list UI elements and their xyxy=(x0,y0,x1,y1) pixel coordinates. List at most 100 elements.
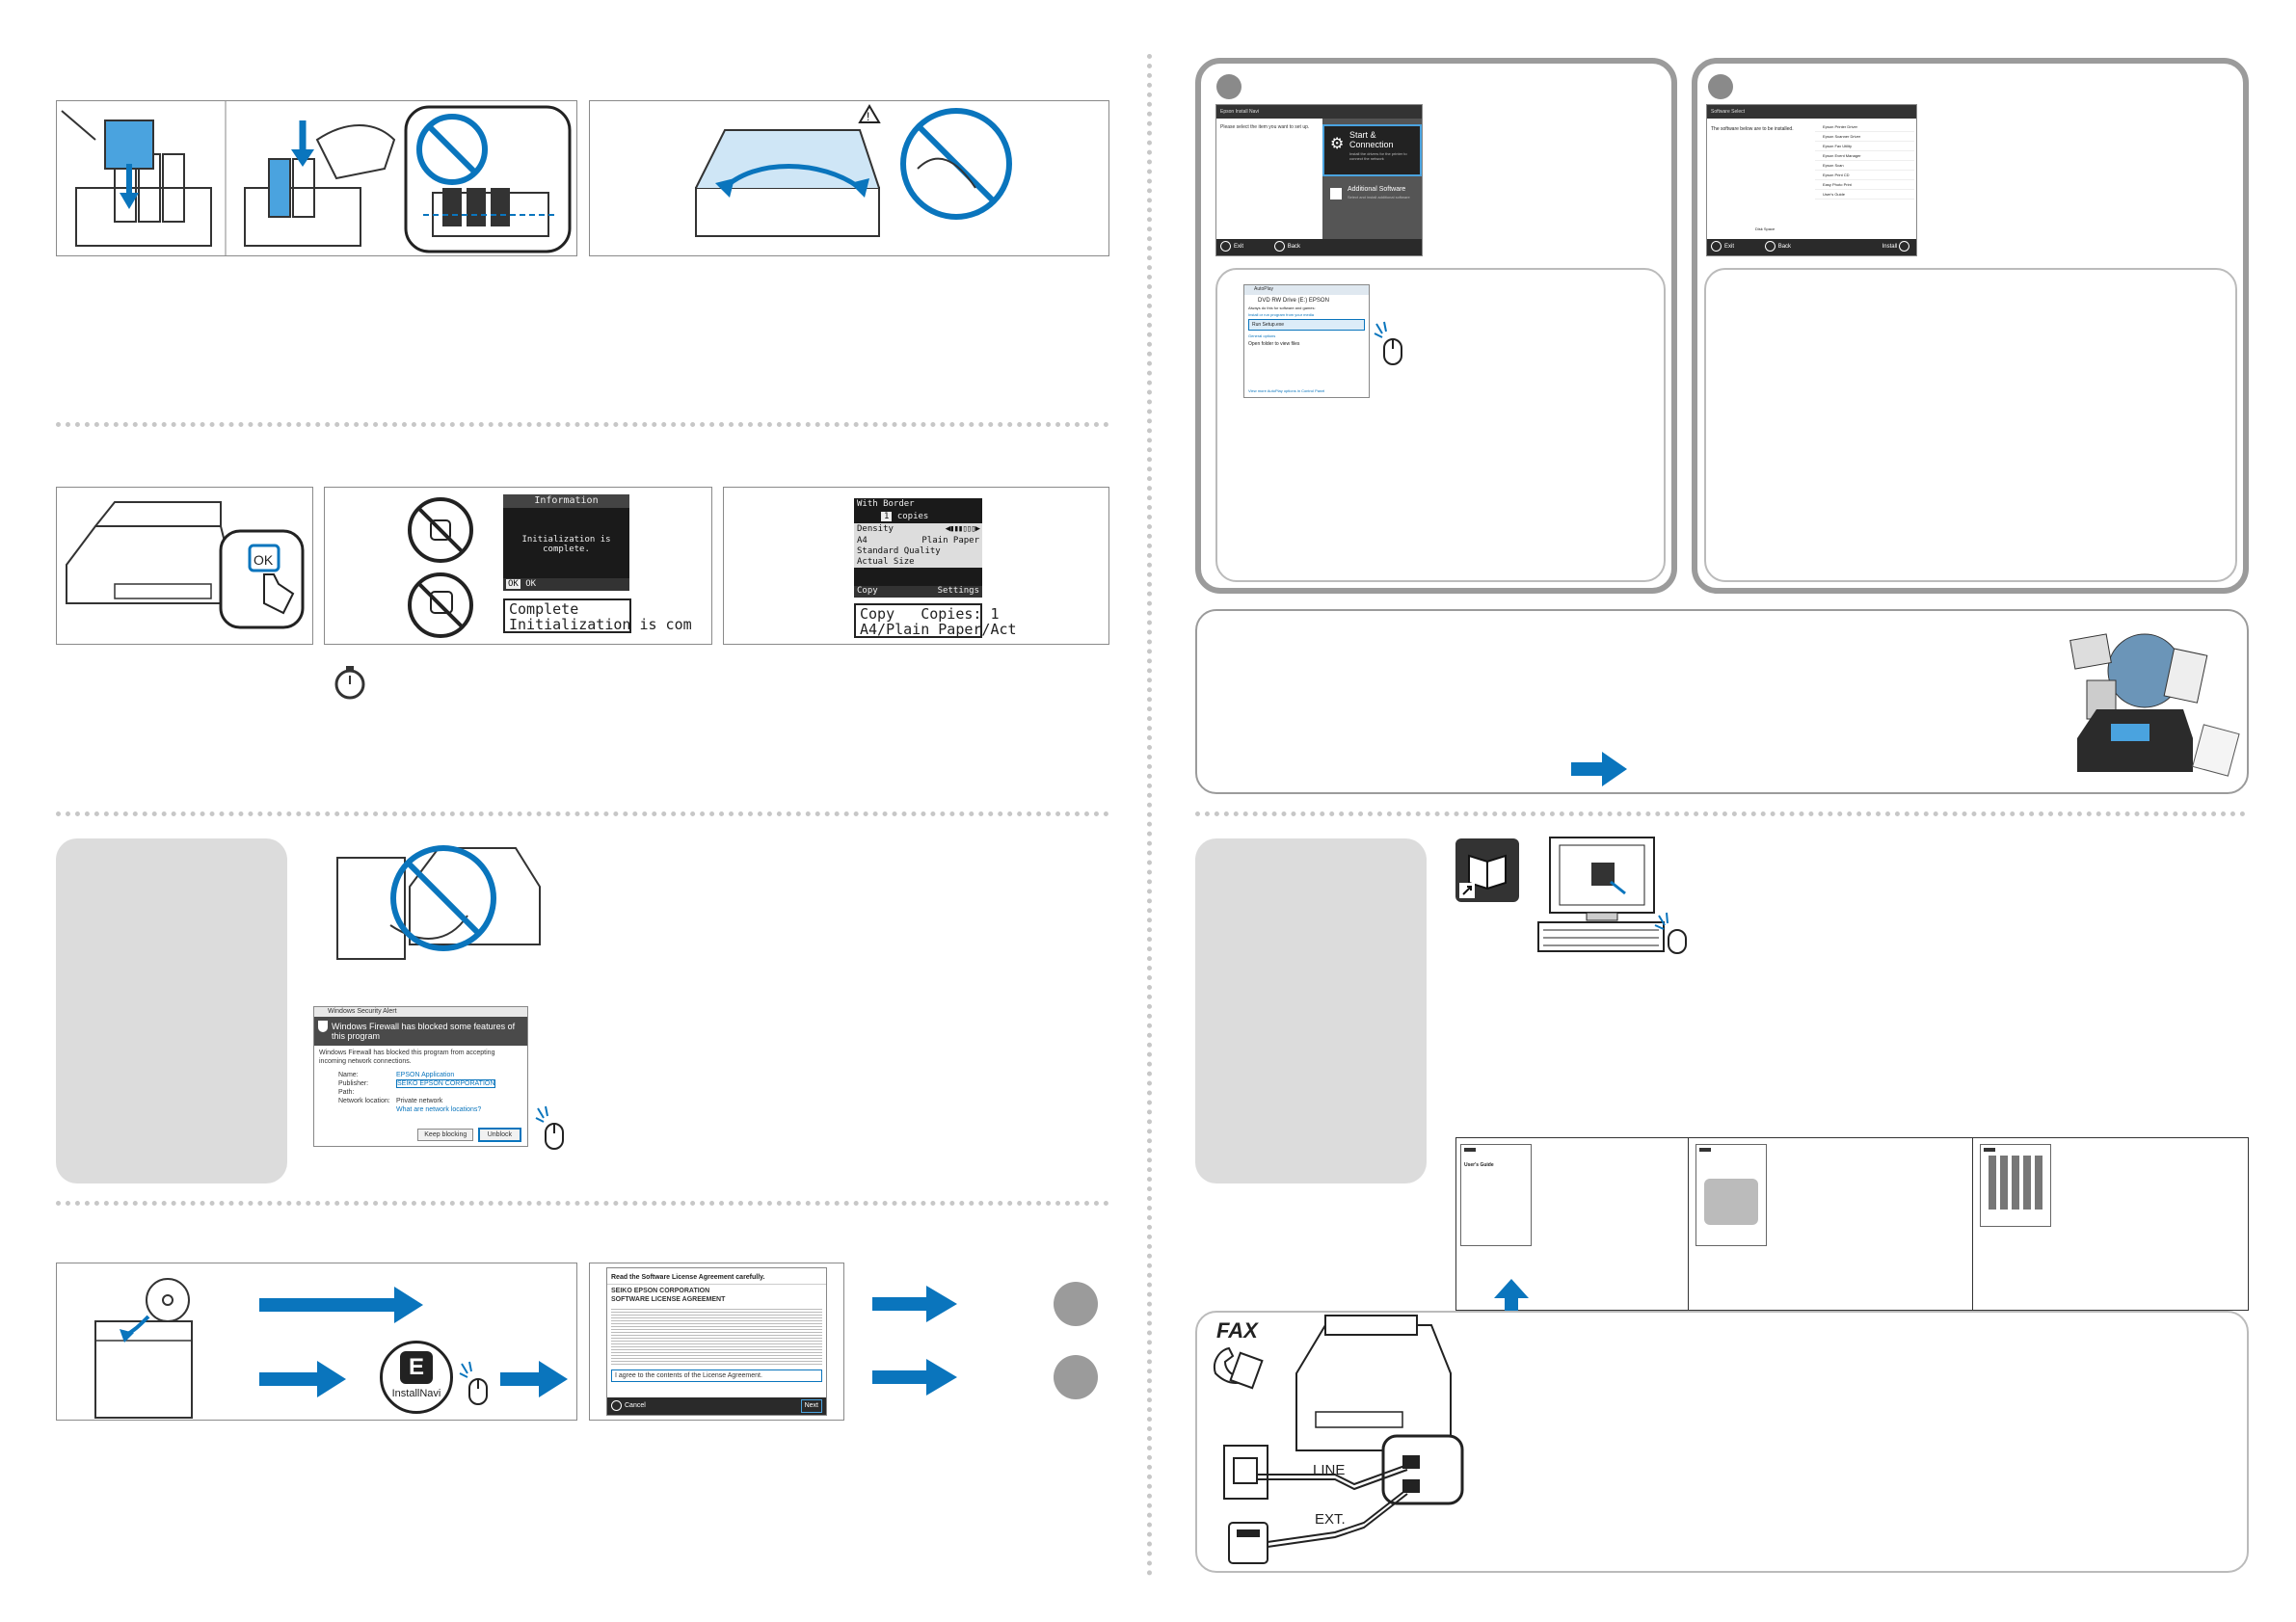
paper-size: A4 xyxy=(857,536,868,545)
install-navi-back-button[interactable]: Back xyxy=(1273,240,1300,252)
firewall-alert-window: Windows Security Alert Windows Firewall … xyxy=(313,1006,528,1147)
software-back-button[interactable]: Back xyxy=(1764,240,1791,252)
firewall-body: Windows Firewall has blocked this progra… xyxy=(319,1050,495,1065)
license-agree-checkbox[interactable]: I agree to the contents of the License A… xyxy=(611,1369,822,1382)
software-select-footer: Exit Back Install xyxy=(1707,239,1916,255)
autoplay-open-folder[interactable]: Open folder to view files xyxy=(1248,341,1300,347)
autoplay-run-setup[interactable]: Run Setup.exe xyxy=(1248,319,1365,331)
cartridge-insert-panel xyxy=(56,100,577,256)
autoplay-title: AutoPlay xyxy=(1244,285,1369,295)
fax-label: FAX xyxy=(1216,1318,1258,1343)
ok-key-label: OK xyxy=(525,579,537,589)
fax-wiring-illustration xyxy=(1223,1315,1464,1564)
manuals-strip: User's Guide xyxy=(1455,1137,2249,1311)
windows-note-box xyxy=(56,838,287,1183)
section-divider xyxy=(56,811,1109,816)
insert-cd-illustration xyxy=(94,1278,568,1419)
lcd-info-title: Information xyxy=(503,494,629,508)
additional-software-button[interactable]: Additional Software Select and install a… xyxy=(1322,182,1422,221)
autoplay-drive: DVD RW Drive (E:) EPSON xyxy=(1258,298,1329,304)
additional-software-subframe xyxy=(1704,268,2237,582)
autoplay-install-label: Install or run program from your media xyxy=(1248,312,1315,317)
install-navi-exit-button[interactable]: Exit xyxy=(1220,240,1243,252)
software-item[interactable]: Easy Photo Print xyxy=(1815,180,1914,190)
license-company: SEIKO EPSON CORPORATION xyxy=(611,1288,710,1294)
manual-divider xyxy=(1972,1138,1973,1310)
arrows-to-steps xyxy=(872,1286,957,1396)
start-connection-button[interactable]: ⚙ Start & Connection Install the drivers… xyxy=(1322,124,1422,176)
manual-divider xyxy=(1688,1138,1689,1310)
keep-blocking-button[interactable]: Keep blocking xyxy=(417,1129,474,1141)
users-guide-title: User's Guide xyxy=(1464,1162,1494,1168)
software-select-desc: The software below are to be installed. xyxy=(1711,126,1794,132)
press-ok-illustration: OK xyxy=(66,501,305,629)
autoplay-window: AutoPlay DVD RW Drive (E:) EPSON Always … xyxy=(1243,284,1370,398)
software-item[interactable]: Epson Printer Driver xyxy=(1815,122,1914,132)
license-agreement-title: SOFTWARE LICENSE AGREEMENT xyxy=(611,1296,726,1303)
firewall-heading: Windows Firewall has blocked some featur… xyxy=(314,1017,527,1046)
firewall-details: Name:EPSON Application Publisher:SEIKO E… xyxy=(314,1069,527,1114)
users-guide-cover: User's Guide xyxy=(1460,1144,1532,1246)
lcd-size: Actual Size xyxy=(854,557,982,568)
start-here-cover-art xyxy=(1704,1179,1758,1225)
license-next-button[interactable]: Next xyxy=(800,1399,822,1413)
paper-type: Plain Paper xyxy=(921,536,979,545)
software-item[interactable]: Epson Event Manager xyxy=(1815,151,1914,161)
software-install-button[interactable]: Install xyxy=(1882,239,1912,255)
unblock-button[interactable]: Unblock xyxy=(477,1128,521,1142)
install-navi-title: Epson Install Navi xyxy=(1216,105,1422,119)
settings-key-label: Settings xyxy=(937,586,979,596)
section-divider xyxy=(1195,811,2246,816)
scanner-close-illustration: ! xyxy=(695,104,1012,237)
density-slider: ◀▮▮▮▯▯▯▶ xyxy=(945,524,980,534)
lcd-copy-screen: With Border 1 copies Density ◀▮▮▮▯▯▯▶ A4… xyxy=(854,498,982,598)
stopwatch-icon xyxy=(334,666,365,700)
lcd-mono-copy: Copy Copies: 1 A4/Plain Paper/Act xyxy=(854,603,1017,638)
fax-handset-icon xyxy=(1214,1346,1264,1390)
firewall-network-link[interactable]: What are network locations? xyxy=(396,1106,482,1113)
license-footer: Cancel Next xyxy=(607,1397,826,1415)
copy-mode-panel: With Border 1 copies Density ◀▮▮▮▯▯▯▶ A4… xyxy=(723,487,1109,645)
lcd-information-screen: Information Initialization is complete. … xyxy=(503,494,629,591)
copy-key-label: Copy xyxy=(857,586,878,596)
start-here-cover xyxy=(1695,1144,1767,1246)
basic-guide-grid xyxy=(1985,1156,2046,1210)
firewall-name-value: EPSON Application xyxy=(396,1072,455,1078)
lcd-copy-title: With Border xyxy=(857,499,915,509)
autoplay-footer-link[interactable]: View more AutoPlay options in Control Pa… xyxy=(1248,388,1325,393)
fax-ext-label: EXT. xyxy=(1315,1511,1346,1528)
copies-value: 1 xyxy=(881,512,893,521)
fax-line-label: LINE xyxy=(1313,1462,1346,1478)
press-ok-panel: OK xyxy=(56,487,313,645)
epson-logo-mark xyxy=(1464,1148,1476,1152)
software-item[interactable]: Epson Scan xyxy=(1815,161,1914,171)
step-badge-b xyxy=(1054,1355,1098,1399)
software-item[interactable]: Epson Fax Utility xyxy=(1815,142,1914,151)
install-navi-letter: E xyxy=(400,1351,433,1384)
lcd-paper-row: A4 Plain Paper xyxy=(854,536,982,546)
software-select-header: Software Select xyxy=(1707,105,1916,119)
lcd-quality: Standard Quality xyxy=(854,546,982,557)
arrow-right-icon xyxy=(1571,752,1627,786)
software-exit-button[interactable]: Exit xyxy=(1711,240,1734,252)
software-item[interactable]: User's Guide xyxy=(1815,190,1914,199)
users-guide-shortcut-icon[interactable] xyxy=(1455,838,1519,902)
lcd-info-footer: OK OK xyxy=(503,578,629,591)
section-divider xyxy=(56,1201,1109,1206)
license-text-block xyxy=(611,1307,822,1367)
copies-label: copies xyxy=(896,512,929,521)
license-cancel-button[interactable]: Cancel xyxy=(611,1399,646,1411)
install-navi-icon[interactable]: E InstallNavi xyxy=(380,1341,453,1414)
autoplay-always[interactable]: Always do this for software and games: xyxy=(1248,306,1316,310)
autoplay-general: General options xyxy=(1248,333,1276,338)
firewall-buttons: Keep blocking Unblock xyxy=(417,1124,521,1142)
manuals-note-box xyxy=(1195,838,1427,1183)
software-item[interactable]: Epson Print CD xyxy=(1815,171,1914,180)
license-panel: Read the Software License Agreement care… xyxy=(589,1263,844,1421)
usb-prohibited-illustration xyxy=(336,845,541,960)
license-window: Read the Software License Agreement care… xyxy=(606,1267,827,1416)
software-item[interactable]: Epson Scanner Driver xyxy=(1815,132,1914,142)
lcd-mono-initialization: Complete Initialization is com xyxy=(503,598,692,633)
basic-guide-cover xyxy=(1980,1144,2051,1227)
mouse-click-icon xyxy=(459,1361,488,1405)
